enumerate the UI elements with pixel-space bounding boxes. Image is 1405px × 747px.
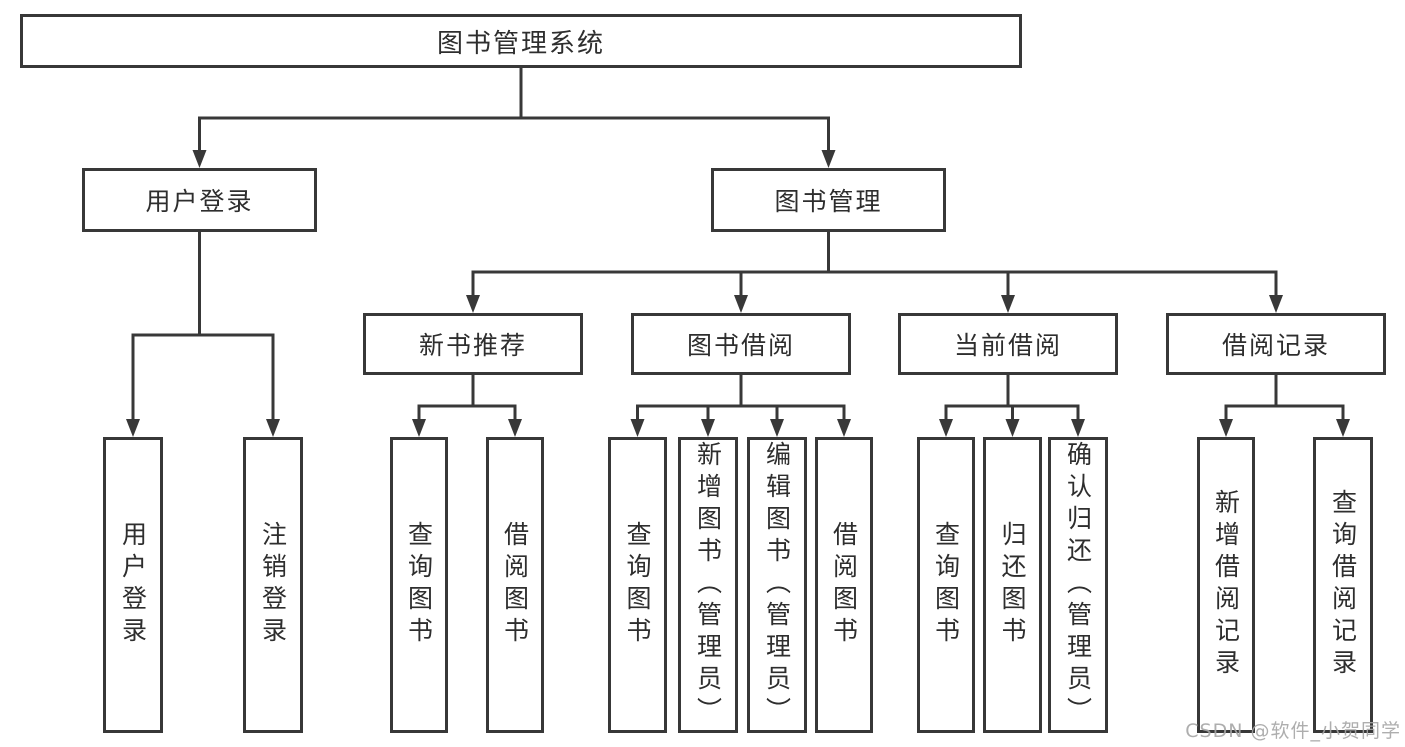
node-user-login: 用户登录 (82, 168, 317, 232)
arrowhead-down-icon (1001, 295, 1015, 313)
arrowhead-down-icon (630, 419, 645, 437)
node-book-management: 图书管理 (711, 168, 946, 232)
arrowhead-down-icon (508, 419, 522, 437)
leaf-label: 借阅图书 (500, 521, 530, 649)
node-label: 用户登录 (145, 187, 254, 216)
arrowhead-down-icon (1005, 419, 1020, 437)
node-system-root: 图书管理系统 (20, 14, 1022, 68)
node-label: 当前借阅 (953, 331, 1062, 360)
leaf-user-login: 用户登录 (103, 437, 163, 733)
leaf-label: 编辑图书（管理员） (762, 441, 792, 729)
arrowhead-down-icon (770, 419, 784, 437)
arrowhead-down-icon (412, 419, 426, 437)
leaf-query-books-borrowing: 查询图书 (608, 437, 667, 733)
node-borrowing-records: 借阅记录 (1166, 313, 1386, 375)
node-current-borrowing: 当前借阅 (898, 313, 1118, 375)
leaf-label: 查询借阅记录 (1328, 489, 1358, 681)
leaf-label: 新增图书（管理员） (693, 441, 723, 729)
leaf-edit-books-admin: 编辑图书（管理员） (747, 437, 807, 733)
leaf-label: 确认归还（管理员） (1063, 441, 1093, 729)
node-label: 新书推荐 (418, 331, 527, 360)
arrowhead-down-icon (1219, 419, 1233, 437)
arrowhead-down-icon (266, 419, 280, 437)
arrowhead-down-icon (1071, 419, 1085, 437)
leaf-label: 借阅图书 (829, 521, 859, 649)
connector-book-borrowing-to-leaves (630, 375, 851, 437)
leaf-query-books-current: 查询图书 (917, 437, 975, 733)
leaf-confirm-return-admin: 确认归还（管理员） (1048, 437, 1108, 733)
leaf-logout-login: 注销登录 (243, 437, 303, 733)
node-book-borrowing: 图书借阅 (631, 313, 851, 375)
leaf-label: 新增借阅记录 (1211, 489, 1241, 681)
arrowhead-down-icon (466, 295, 480, 313)
leaf-query-borrow-record: 查询借阅记录 (1313, 437, 1373, 733)
leaf-label: 查询图书 (931, 521, 961, 649)
connector-borrow-records-to-leaves (1219, 375, 1350, 437)
leaf-borrow-books-recommend: 借阅图书 (486, 437, 544, 733)
connector-new-book-to-leaves (412, 375, 522, 437)
connector-current-borrowing-to-leaves (939, 375, 1085, 437)
leaf-borrow-books-borrowing: 借阅图书 (815, 437, 873, 733)
leaf-label: 查询图书 (623, 521, 652, 649)
leaf-label: 归还图书 (998, 521, 1027, 649)
node-label: 借阅记录 (1221, 331, 1330, 360)
arrowhead-down-icon (192, 150, 207, 168)
leaf-add-books-admin: 新增图书（管理员） (678, 437, 738, 733)
arrowhead-down-icon (821, 150, 836, 168)
node-label: 图书管理 (774, 187, 883, 216)
arrowhead-down-icon (939, 419, 953, 437)
connector-root-to-level2 (192, 68, 836, 168)
leaf-return-books: 归还图书 (983, 437, 1042, 733)
csdn-watermark: CSDN @软件_小贺同学 (1185, 720, 1401, 742)
node-new-book-recommendation: 新书推荐 (363, 313, 583, 375)
arrowhead-down-icon (1336, 419, 1350, 437)
arrowhead-down-icon (837, 419, 851, 437)
arrowhead-down-icon (734, 295, 748, 313)
node-label: 图书借阅 (686, 331, 795, 360)
leaf-query-books-recommend: 查询图书 (390, 437, 448, 733)
leaf-label: 注销登录 (258, 521, 288, 649)
leaf-label: 查询图书 (404, 521, 434, 649)
arrowhead-down-icon (126, 419, 140, 437)
leaf-add-borrow-record: 新增借阅记录 (1197, 437, 1255, 733)
connector-user-login-to-leaves (126, 232, 280, 437)
leaf-label: 用户登录 (118, 521, 148, 649)
arrowhead-down-icon (1269, 295, 1283, 313)
connector-book-management-to-level3 (466, 232, 1283, 313)
node-label: 图书管理系统 (436, 28, 605, 59)
arrowhead-down-icon (701, 419, 715, 437)
